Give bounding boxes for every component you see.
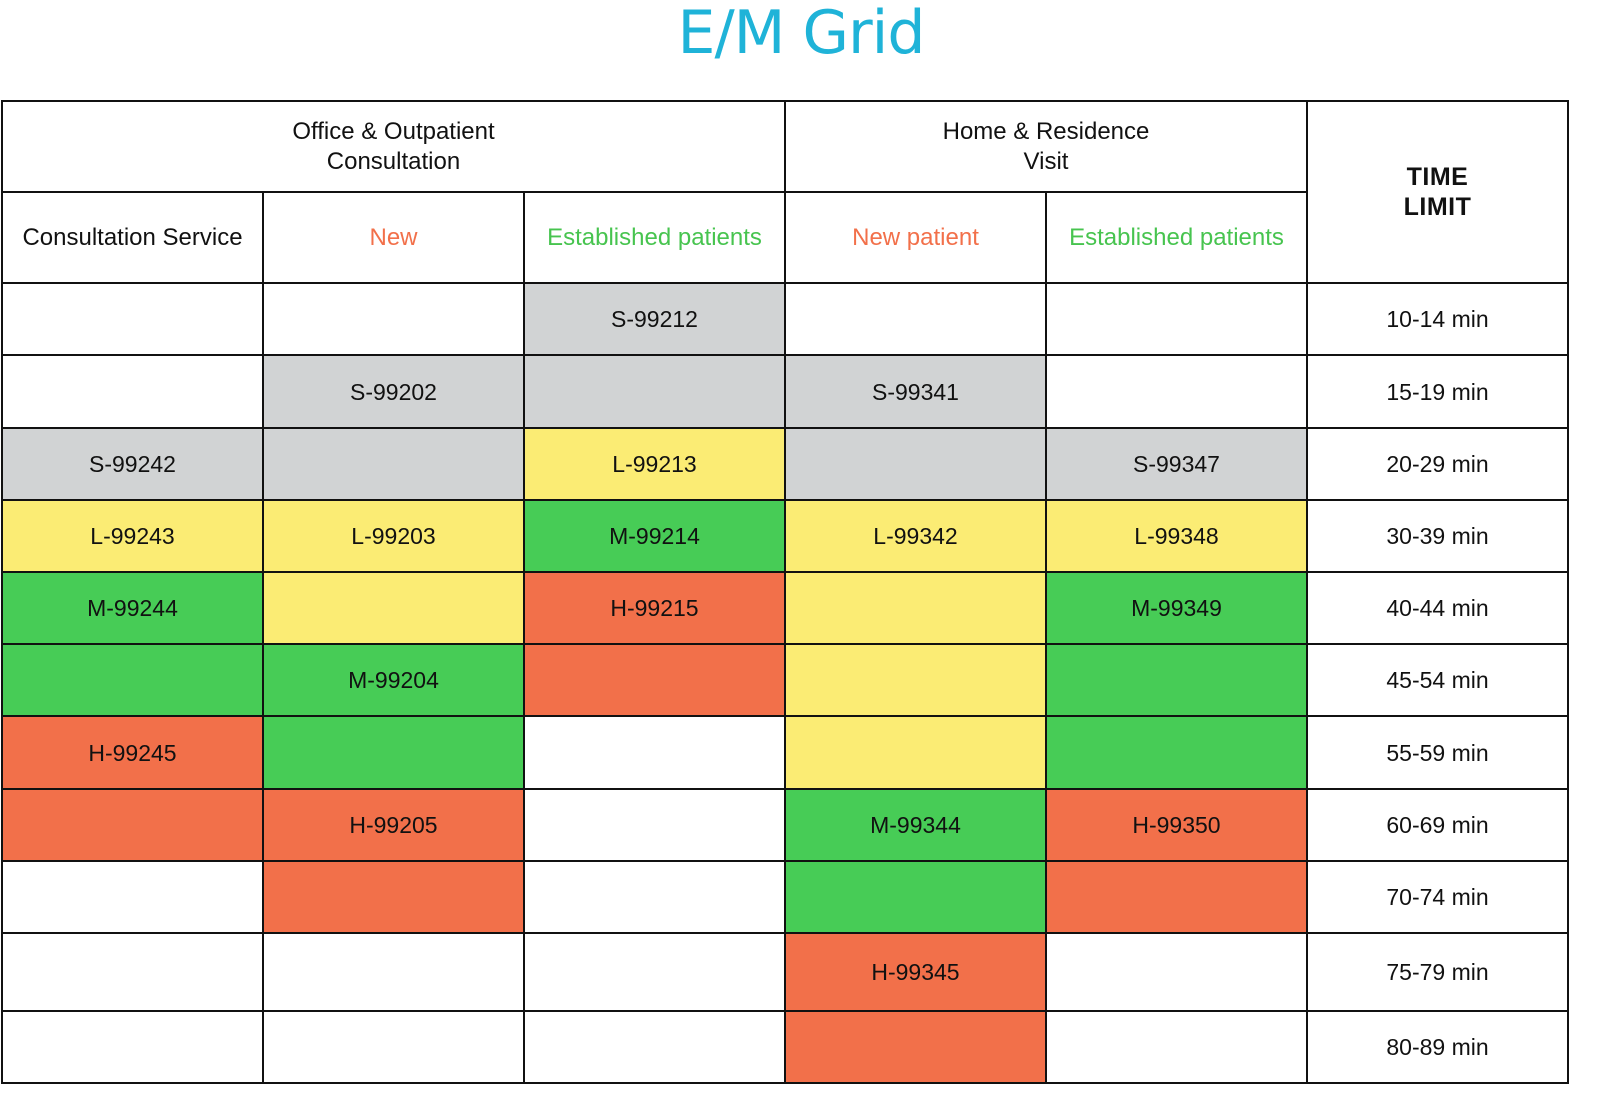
page-title: E/M Grid (677, 0, 926, 68)
column-header-2: New (369, 223, 418, 251)
time-limit-cell: 80-89 min (1386, 1034, 1489, 1060)
grid-cell (785, 716, 1046, 789)
grid-cell (524, 933, 785, 1011)
column-header-1: Consultation Service (22, 223, 243, 251)
grid-cell (785, 1011, 1046, 1083)
time-limit-cell: 40-44 min (1386, 595, 1489, 621)
column-header-5: Established patients (1069, 223, 1284, 251)
grid-cell: L-99213 (524, 428, 785, 500)
grid-cell: L-99342 (785, 500, 1046, 572)
grid-cell (785, 644, 1046, 716)
grid-cell (2, 1011, 263, 1083)
grid-cell: L-99348 (1046, 500, 1307, 572)
grid-cell (2, 861, 263, 933)
grid-cell: M-99204 (263, 644, 524, 716)
column-divider-line (1045, 191, 1047, 1084)
column-header-4: New patient (852, 223, 979, 251)
grid-cell: M-99214 (524, 500, 785, 572)
grid-cell: M-99349 (1046, 572, 1307, 644)
grid-cell (263, 283, 524, 355)
grid-cell (1046, 355, 1307, 428)
grid-cell (1046, 283, 1307, 355)
time-limit-cell: 55-59 min (1386, 739, 1489, 766)
grid-cell: S-99212 (524, 283, 785, 355)
column-divider-line (262, 191, 264, 1084)
time-limit-cell: 15-19 min (1386, 378, 1489, 405)
header-divider-line (1, 191, 1308, 193)
time-limit-cell: 75-79 min (1386, 959, 1489, 985)
time-limit-cell: 45-54 min (1386, 667, 1489, 693)
grid-cell: L-99203 (263, 500, 524, 572)
table-border-left (1, 100, 3, 1084)
grid-cell: H-99205 (263, 789, 524, 861)
grid-cell (1046, 716, 1307, 789)
grid-cell (1046, 1011, 1307, 1083)
grid-cell (2, 283, 263, 355)
column-header-3: Established patients (547, 223, 762, 251)
header-group-1: Office & Outpatient Consultation (292, 117, 495, 175)
grid-cell (263, 933, 524, 1011)
grid-cell (524, 1011, 785, 1083)
time-limit-cell: 10-14 min (1386, 306, 1489, 332)
grid-cell: S-99341 (785, 355, 1046, 428)
grid-cell (785, 283, 1046, 355)
grid-cell: S-99347 (1046, 428, 1307, 500)
grid-cell (2, 933, 263, 1011)
time-limit-header: TIME LIMIT (1403, 163, 1472, 221)
grid-cell (524, 355, 785, 428)
grid-cell (263, 572, 524, 644)
time-limit-cell: 60-69 min (1386, 812, 1489, 838)
grid-cell: H-99245 (2, 716, 263, 789)
time-divider-line (1306, 100, 1308, 1084)
table-border-right (1567, 100, 1569, 1084)
grid-cell: M-99244 (2, 572, 263, 644)
grid-cell: H-99215 (524, 572, 785, 644)
grid-cell (524, 861, 785, 933)
grid-cell (2, 789, 263, 861)
grid-cell (785, 572, 1046, 644)
grid-cell (524, 644, 785, 716)
grid-cell: S-99242 (2, 428, 263, 500)
time-limit-cell: 20-29 min (1386, 451, 1489, 477)
grid-cell (1046, 933, 1307, 1011)
group-divider-line (784, 100, 786, 1084)
grid-cell (785, 428, 1046, 500)
grid-cell: H-99350 (1046, 789, 1307, 861)
grid-cell: M-99344 (785, 789, 1046, 861)
grid-cell (263, 716, 524, 789)
time-limit-cell: 70-74 min (1386, 884, 1489, 910)
grid-cell (1046, 644, 1307, 716)
grid-cell (785, 861, 1046, 933)
grid-cell: L-99243 (2, 500, 263, 572)
column-divider-line (523, 191, 525, 1084)
grid-cell: H-99345 (785, 933, 1046, 1011)
grid-cell (2, 355, 263, 428)
grid-cell (263, 861, 524, 933)
grid-cell: S-99202 (263, 355, 524, 428)
grid-cell (1046, 861, 1307, 933)
grid-cell (263, 428, 524, 500)
header-group-2: Home & Residence Visit (942, 117, 1150, 175)
grid-cell (2, 644, 263, 716)
grid-cell (524, 789, 785, 861)
time-limit-cell: 30-39 min (1386, 523, 1489, 549)
grid-cell (263, 1011, 524, 1083)
grid-cell (524, 716, 785, 789)
